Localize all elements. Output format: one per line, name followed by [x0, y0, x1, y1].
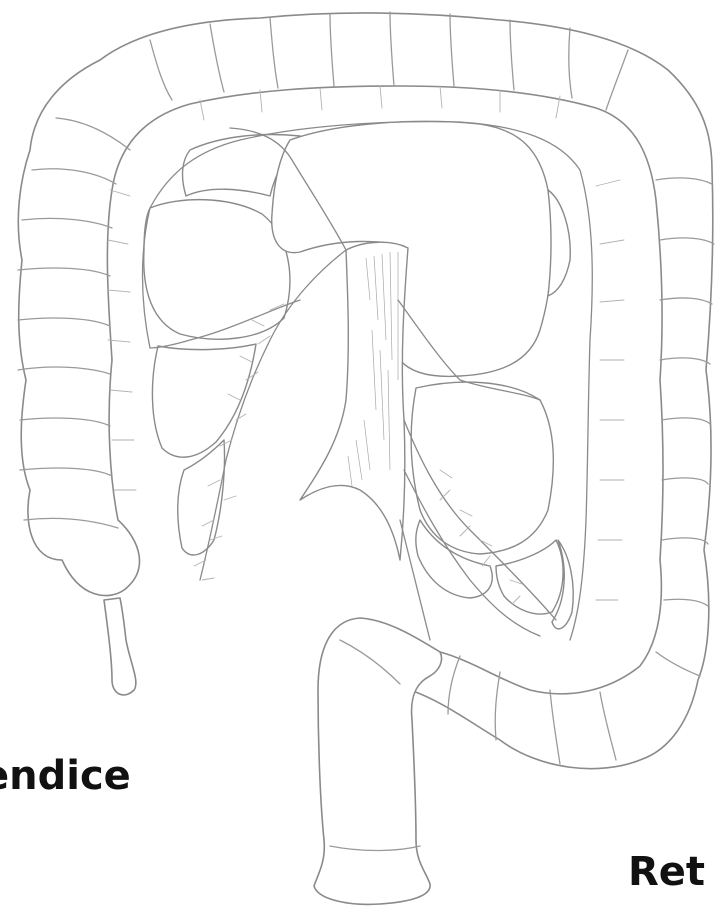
mesentery-right-low-2	[496, 540, 563, 614]
mesenteric-trunk	[300, 242, 408, 560]
label-appendix: endice	[0, 756, 131, 796]
appendix	[104, 598, 136, 695]
mesentery-upper-central	[272, 121, 552, 376]
mesentery-right-upper	[548, 190, 570, 296]
label-rectum: Ret	[628, 852, 705, 892]
mesentery-mid-left	[152, 344, 256, 457]
rectum	[314, 618, 442, 904]
mesentery-upper-left	[144, 200, 290, 340]
mesentery-right-mid	[411, 382, 553, 554]
